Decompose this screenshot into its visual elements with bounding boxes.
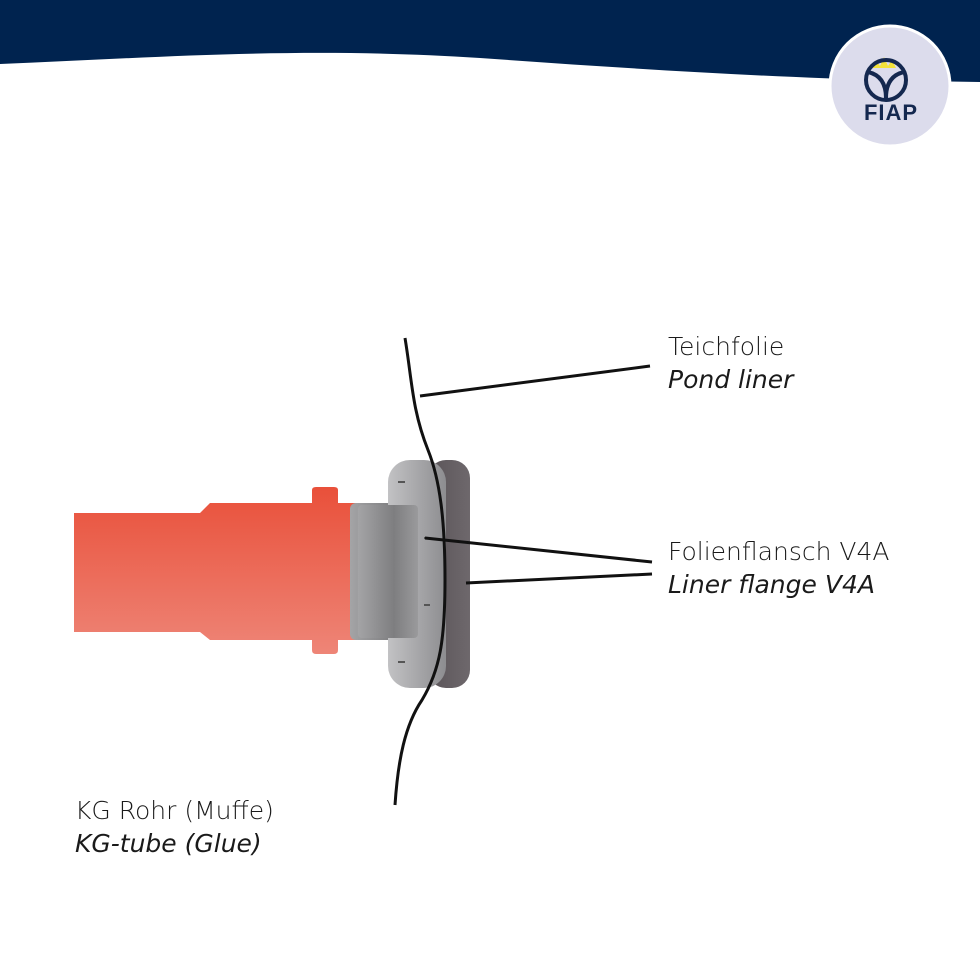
- flange-de: Folienflansch V4A: [668, 537, 890, 566]
- pipe-label: KG Rohr (Muffe) KG-tube (Glue): [75, 794, 274, 860]
- leader-lines: [419, 364, 653, 585]
- fiap-logo: [828, 24, 952, 148]
- kg-tube: [74, 487, 358, 654]
- pond-liner-de: Teichfolie: [668, 332, 785, 361]
- header-band: [0, 0, 980, 82]
- logo-text: FIAP: [863, 100, 919, 125]
- pond-liner: [393, 337, 447, 806]
- flange-en: Liner flange V4A: [668, 570, 875, 599]
- pond-liner-label: Teichfolie Pond liner: [668, 330, 793, 396]
- pipe-en: KG-tube (Glue): [75, 829, 262, 858]
- flange-label: Folienflansch V4A Liner flange V4A: [668, 535, 889, 601]
- pond-liner-en: Pond liner: [668, 365, 794, 394]
- pipe-de: KG Rohr (Muffe): [75, 796, 274, 825]
- sleeve-inner: [358, 505, 418, 638]
